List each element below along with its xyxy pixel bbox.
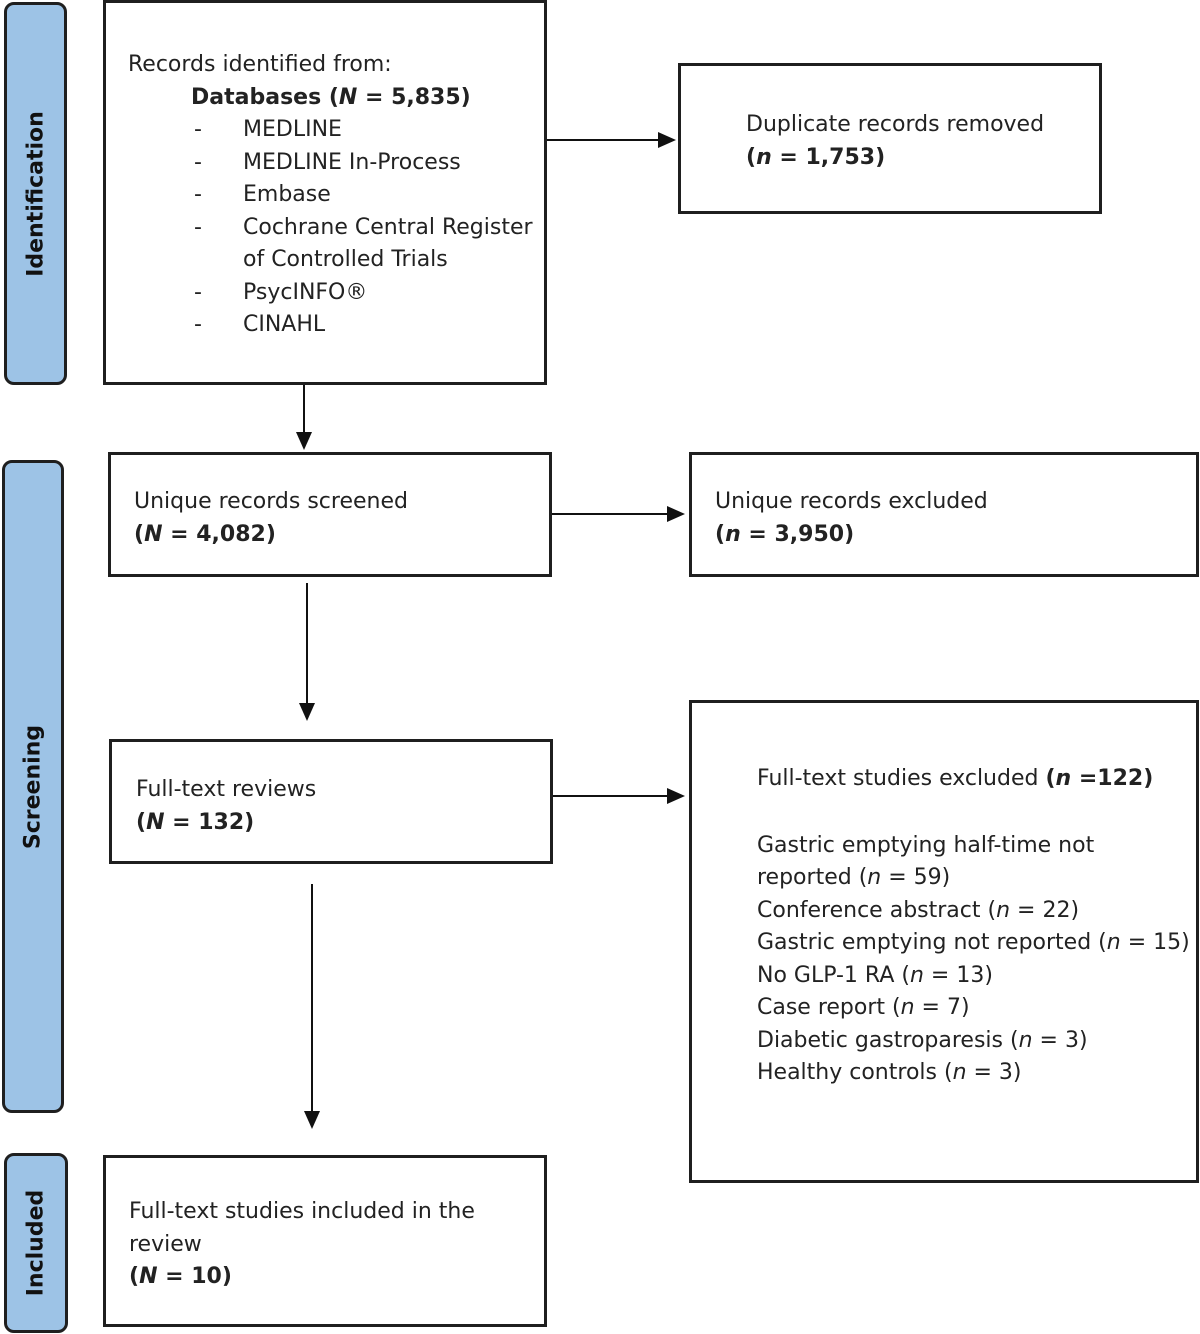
records-excluded-label: Unique records excluded (715, 489, 988, 514)
phase-included: Included (4, 1153, 68, 1333)
exclusion-reason: Gastric emptying not reported (n = 15) (757, 930, 1190, 955)
records-excluded-box: Unique records excluded (n = 3,950) (689, 452, 1199, 577)
fulltext-reviews-count: (N = 132) (136, 809, 255, 835)
studies-included-label: Full-text studies included in the (129, 1199, 475, 1224)
database-list: -MEDLINE -MEDLINE In-Process -Embase -Co… (128, 114, 544, 342)
phase-screening: Screening (2, 460, 64, 1113)
exclusion-reason: Conference abstract (n = 22) (757, 897, 1080, 923)
studies-included-count: (N = 10) (129, 1264, 232, 1289)
studies-included-box: Full-text studies included in the review… (103, 1155, 547, 1327)
database-item: -CINAHL (194, 312, 326, 337)
arrowhead-excluded-fulltext (667, 788, 685, 804)
records-excluded-count: (n = 3,950) (715, 521, 855, 547)
fulltext-reviews-label: Full-text reviews (136, 777, 317, 802)
duplicates-removed-box: Duplicate records removed (n = 1,753) (678, 63, 1102, 214)
records-identified-heading: Records identified from: (128, 52, 392, 77)
database-item: -Cochrane Central Register of Controlled… (194, 214, 533, 273)
duplicates-removed-count: (n = 1,753) (746, 144, 886, 170)
arrowhead-included (304, 1111, 320, 1129)
arrowhead-fulltext (299, 703, 315, 721)
exclusion-reason: Healthy controls (n = 3) (757, 1060, 1022, 1085)
exclusion-reason: Diabetic gastroparesis (n = 3) (757, 1027, 1088, 1053)
records-screened-count: (N = 4,082) (134, 521, 276, 547)
database-item: -PsycINFO® (194, 279, 368, 305)
fulltext-excluded-box: Full-text studies excluded (n =122) Gast… (689, 700, 1199, 1183)
fulltext-excluded-heading: Full-text studies excluded (n =122) (757, 766, 1154, 791)
records-screened-label: Unique records screened (134, 489, 408, 514)
phase-identification: Identification (4, 2, 67, 385)
records-screened-box: Unique records screened (N = 4,082) (108, 452, 552, 577)
duplicates-removed-label: Duplicate records removed (746, 112, 1045, 137)
studies-included-label-cont: review (129, 1231, 202, 1257)
arrowhead-excluded-records (667, 506, 685, 522)
arrowhead-duplicates (658, 132, 676, 148)
exclusion-reason: No GLP-1 RA (n = 13) (757, 962, 993, 988)
databases-count: Databases (N = 5,835) (191, 84, 471, 110)
exclusion-reason: Case report (n = 7) (757, 995, 970, 1020)
records-identified-box: Records identified from: Databases (N = … (103, 0, 547, 385)
fulltext-reviews-box: Full-text reviews (N = 132) (109, 739, 553, 864)
exclusion-reason: Gastric emptying half-time not reported … (757, 832, 1095, 891)
database-item: -MEDLINE (194, 117, 342, 142)
database-item: -Embase (194, 182, 331, 207)
arrowhead-screened (296, 432, 312, 450)
database-item: -MEDLINE In-Process (194, 149, 461, 175)
